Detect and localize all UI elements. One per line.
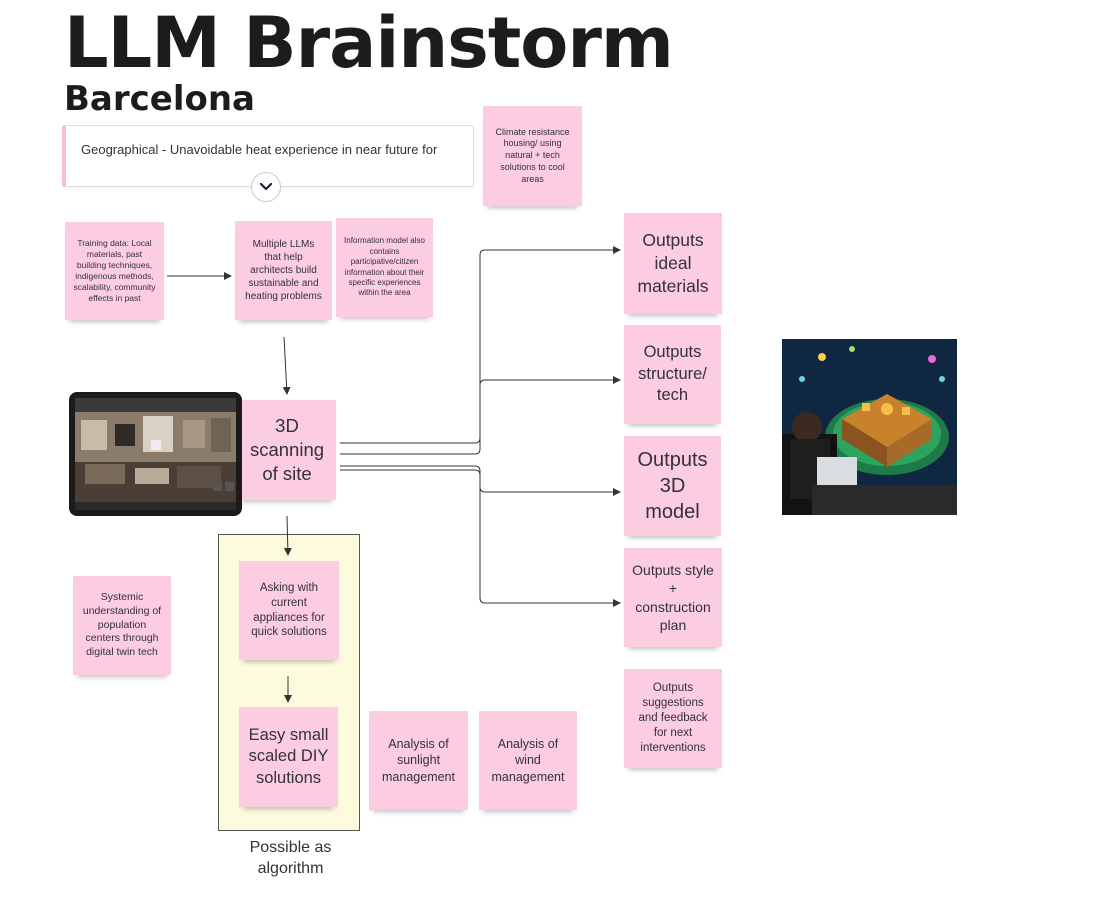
sticky-information-model[interactable]: Information model also contains particip…: [336, 218, 433, 317]
expand-button[interactable]: [251, 172, 281, 202]
sticky-outputs-suggestions[interactable]: Outputs suggestions and feedback for nex…: [624, 669, 722, 768]
sticky-wind[interactable]: Analysis of wind management: [479, 711, 577, 810]
arrow-to-style: [340, 469, 621, 607]
scan-screen: [75, 398, 236, 502]
sticky-outputs-structure[interactable]: Outputs structure/ tech: [624, 325, 721, 424]
sticky-training-data[interactable]: Training data: Local materials, past bui…: [65, 222, 164, 320]
sticky-systemic[interactable]: Systemic understanding of population cen…: [73, 576, 171, 675]
board-subtitle: Barcelona: [64, 79, 256, 119]
arrow-to-materials: [340, 246, 621, 444]
sticky-3d-scanning[interactable]: 3D scanning of site: [238, 400, 336, 500]
arrow-scanning-to-asking: [283, 515, 292, 556]
sticky-sunlight[interactable]: Analysis of sunlight management: [369, 711, 468, 810]
sticky-outputs-3d-model[interactable]: Outputs 3D model: [624, 436, 721, 536]
sticky-climate[interactable]: Climate resistance housing/ using natura…: [483, 106, 582, 206]
ai-architect-image[interactable]: [782, 339, 957, 515]
arrow-to-structure: [340, 376, 621, 455]
arrow-llms-to-scanning: [282, 336, 291, 395]
board-title: LLM Brainstorm: [64, 2, 674, 84]
sticky-outputs-style[interactable]: Outputs style + construction plan: [624, 548, 722, 647]
sticky-diy-solutions[interactable]: Easy small scaled DIY solutions: [239, 707, 338, 807]
card-text: Geographical - Unavoidable heat experien…: [81, 142, 438, 157]
sticky-multiple-llms[interactable]: Multiple LLMs that help architects build…: [235, 221, 332, 320]
frame-caption: Possible as algorithm: [249, 839, 332, 877]
tablet-bezel: [75, 502, 236, 510]
chevron-down-icon: [260, 183, 272, 191]
sticky-outputs-materials[interactable]: Outputs ideal materials: [624, 213, 722, 314]
sticky-asking-appliances[interactable]: Asking with current appliances for quick…: [239, 561, 339, 660]
tablet-3d-scan-image[interactable]: [69, 392, 242, 516]
